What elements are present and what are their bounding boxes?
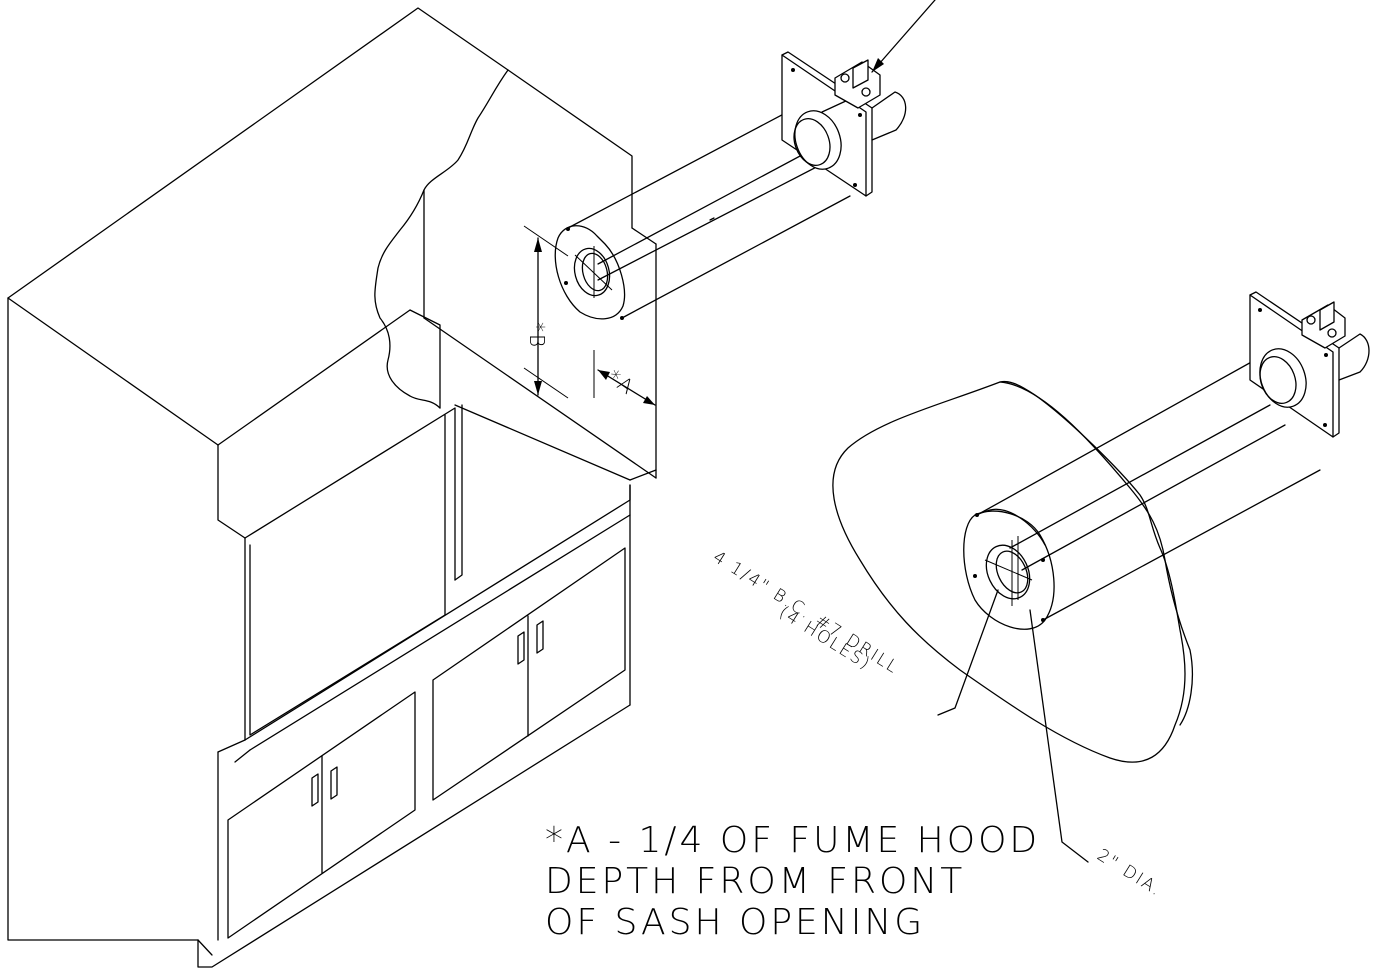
cutaway-side-wall (374, 69, 657, 479)
installation-note: *A - 1/4 OF FUME HOOD DEPTH FROM FRONT O… (545, 820, 1040, 943)
callout-bolt-circle: 4 1/4" B.C. #7 DRILL (4 HOLES) (709, 547, 902, 678)
sensor-detail-view (832, 291, 1370, 863)
note-line-2: DEPTH FROM FRONT (545, 861, 965, 902)
dim-b-label: *B (525, 322, 549, 349)
note-line-3: OF SASH OPENING (545, 902, 925, 943)
callout-hole-diameter: 2" DIA. (1093, 845, 1165, 901)
airflow-sensor-hood-mounted (554, 0, 936, 320)
dimension-b: *B (523, 225, 569, 399)
note-line-1: *A - 1/4 OF FUME HOOD (545, 820, 1040, 861)
dimension-a: *A (593, 350, 656, 406)
hole-dia-label: 2" DIA. (1093, 845, 1165, 901)
fume-hood-cabinet (7, 7, 657, 968)
dim-a-label: *A (603, 364, 639, 400)
